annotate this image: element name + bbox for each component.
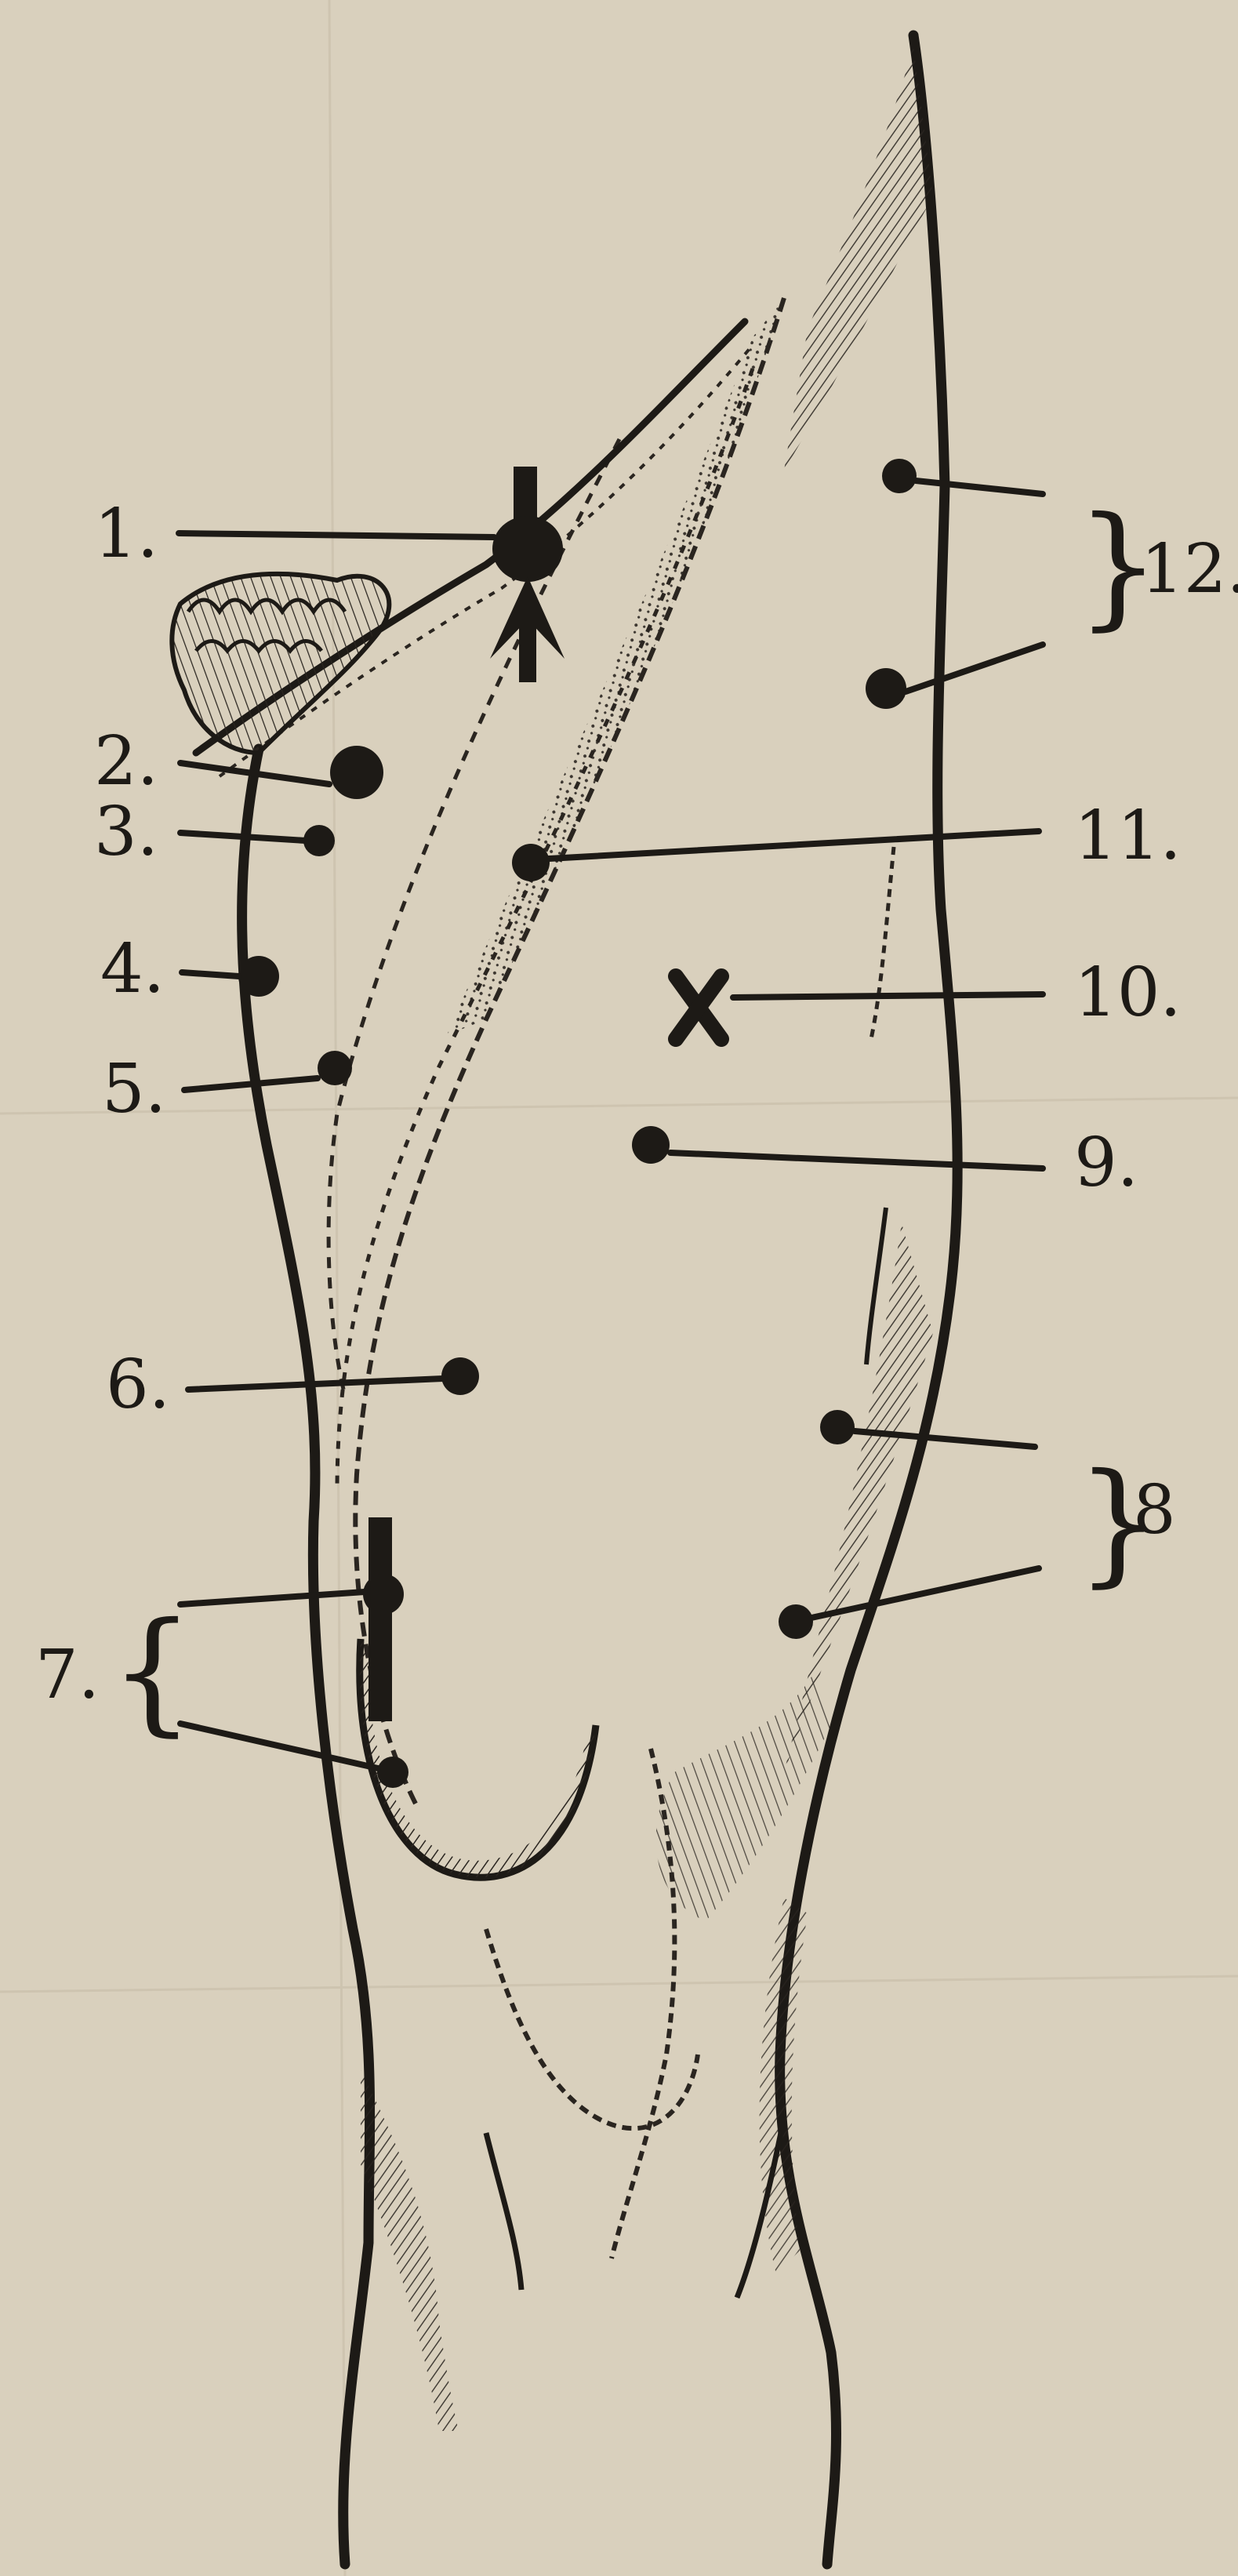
- tibia-line: [486, 2133, 521, 2290]
- point-8a: [820, 1410, 855, 1444]
- point-11: [512, 844, 550, 881]
- inner-accent-2: [870, 847, 894, 1043]
- label-5: 5.: [102, 1050, 166, 1128]
- outer-thigh-shading: [784, 47, 933, 471]
- label-3: 3.: [94, 793, 158, 871]
- label-12: 12.: [1141, 530, 1238, 609]
- point-7b: [377, 1757, 408, 1788]
- point-2: [330, 746, 383, 799]
- calf-shading: [361, 2070, 459, 2431]
- ligature-marker-1: [490, 467, 565, 682]
- label-2: 2.: [94, 722, 158, 801]
- label-6: 6.: [106, 1346, 170, 1424]
- label-1: 1.: [94, 495, 158, 573]
- cross-marker-10: [676, 976, 721, 1039]
- label-8: 8: [1133, 1471, 1176, 1550]
- label-4: 4.: [100, 930, 165, 1008]
- point-12b: [866, 668, 906, 709]
- diagonal-band-outer: [355, 298, 784, 1804]
- point-9: [632, 1126, 670, 1164]
- point-12a: [882, 459, 917, 493]
- point-7-bar: [368, 1517, 392, 1721]
- brace-7: {: [110, 1594, 194, 1749]
- label-9: 9.: [1074, 1124, 1138, 1202]
- label-7: 7.: [35, 1636, 100, 1714]
- point-5: [318, 1051, 352, 1085]
- leg-outline-left: [242, 749, 370, 2564]
- label-11: 11.: [1074, 797, 1182, 875]
- label-10: 10.: [1074, 954, 1182, 1032]
- diagonal-band-hatch: [447, 298, 784, 1035]
- point-8b: [779, 1604, 813, 1639]
- point-6: [441, 1357, 479, 1395]
- knee-fold-lower: [486, 1929, 698, 2128]
- point-4: [238, 956, 279, 997]
